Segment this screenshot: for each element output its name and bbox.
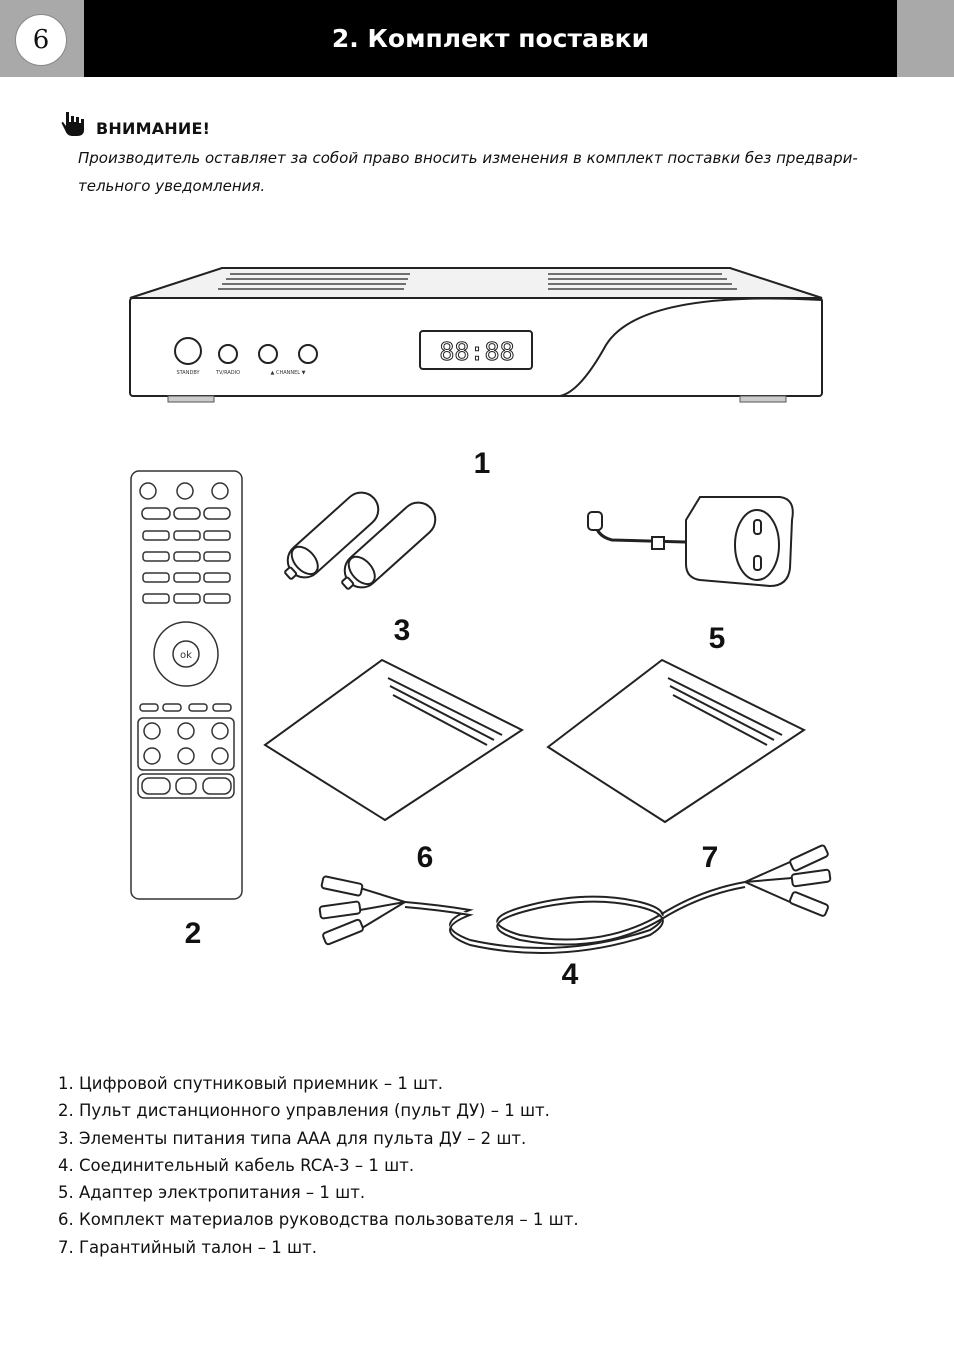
svg-text:ok: ok (180, 650, 192, 661)
satellite-receiver (129, 267, 823, 403)
list-item: 5. Адаптер электропитания – 1 шт. (58, 1183, 366, 1203)
list-item: 2. Пульт дистанционного управления (пуль… (58, 1101, 550, 1121)
channel-label: ▲ CHANNEL ▼ (271, 370, 306, 376)
parts-list: 1. Цифровой спутниковый приемник – 1 шт.… (58, 1070, 579, 1261)
warning-heading: ВНИМАНИЕ! (60, 110, 210, 138)
user-manual-booklet (263, 658, 525, 822)
list-item: 3. Элементы питания типа ААА для пульта … (58, 1128, 527, 1148)
tv-radio-label: TV/RADIO (215, 370, 240, 376)
callout-1: 1 (474, 447, 491, 480)
list-item: 4. Соединительный кабель RCA-3 – 1 шт. (58, 1155, 415, 1175)
callout-2: 2 (185, 917, 202, 950)
standby-label: STANDBY (176, 370, 200, 376)
callout-5: 5 (709, 622, 726, 655)
callout-7: 7 (702, 841, 719, 874)
pointing-hand-icon (61, 112, 84, 136)
list-item: 1. Цифровой спутниковый приемник – 1 шт. (58, 1074, 444, 1093)
rca-cable (318, 844, 832, 954)
remote-control (130, 470, 243, 900)
page-number: 6 (15, 14, 67, 66)
warning-text: Производитель оставляет за собой право в… (78, 149, 858, 195)
warranty-card (546, 658, 807, 824)
list-item: 7. Гарантийный талон – 1 шт. (58, 1237, 317, 1257)
receiver-vents (218, 273, 737, 290)
header-right-block (897, 0, 954, 77)
power-adapter (587, 496, 794, 588)
receiver-display: 88:88 (439, 337, 514, 366)
list-item: 6. Комплект материалов руководства польз… (58, 1210, 579, 1230)
header-left-block: 6 (0, 0, 84, 77)
warning-title: ВНИМАНИЕ! (96, 119, 211, 138)
package-contents-illustration: STANDBY TV/RADIO ▲ CHANNEL ▼ 88:88 ok (129, 267, 832, 991)
batteries (284, 491, 437, 590)
callout-4: 4 (562, 958, 579, 991)
page-title: 2. Комплект поставки (331, 24, 650, 53)
header-bar: 2. Комплект поставки (84, 0, 897, 77)
callout-3: 3 (394, 614, 411, 647)
callout-6: 6 (417, 841, 434, 874)
